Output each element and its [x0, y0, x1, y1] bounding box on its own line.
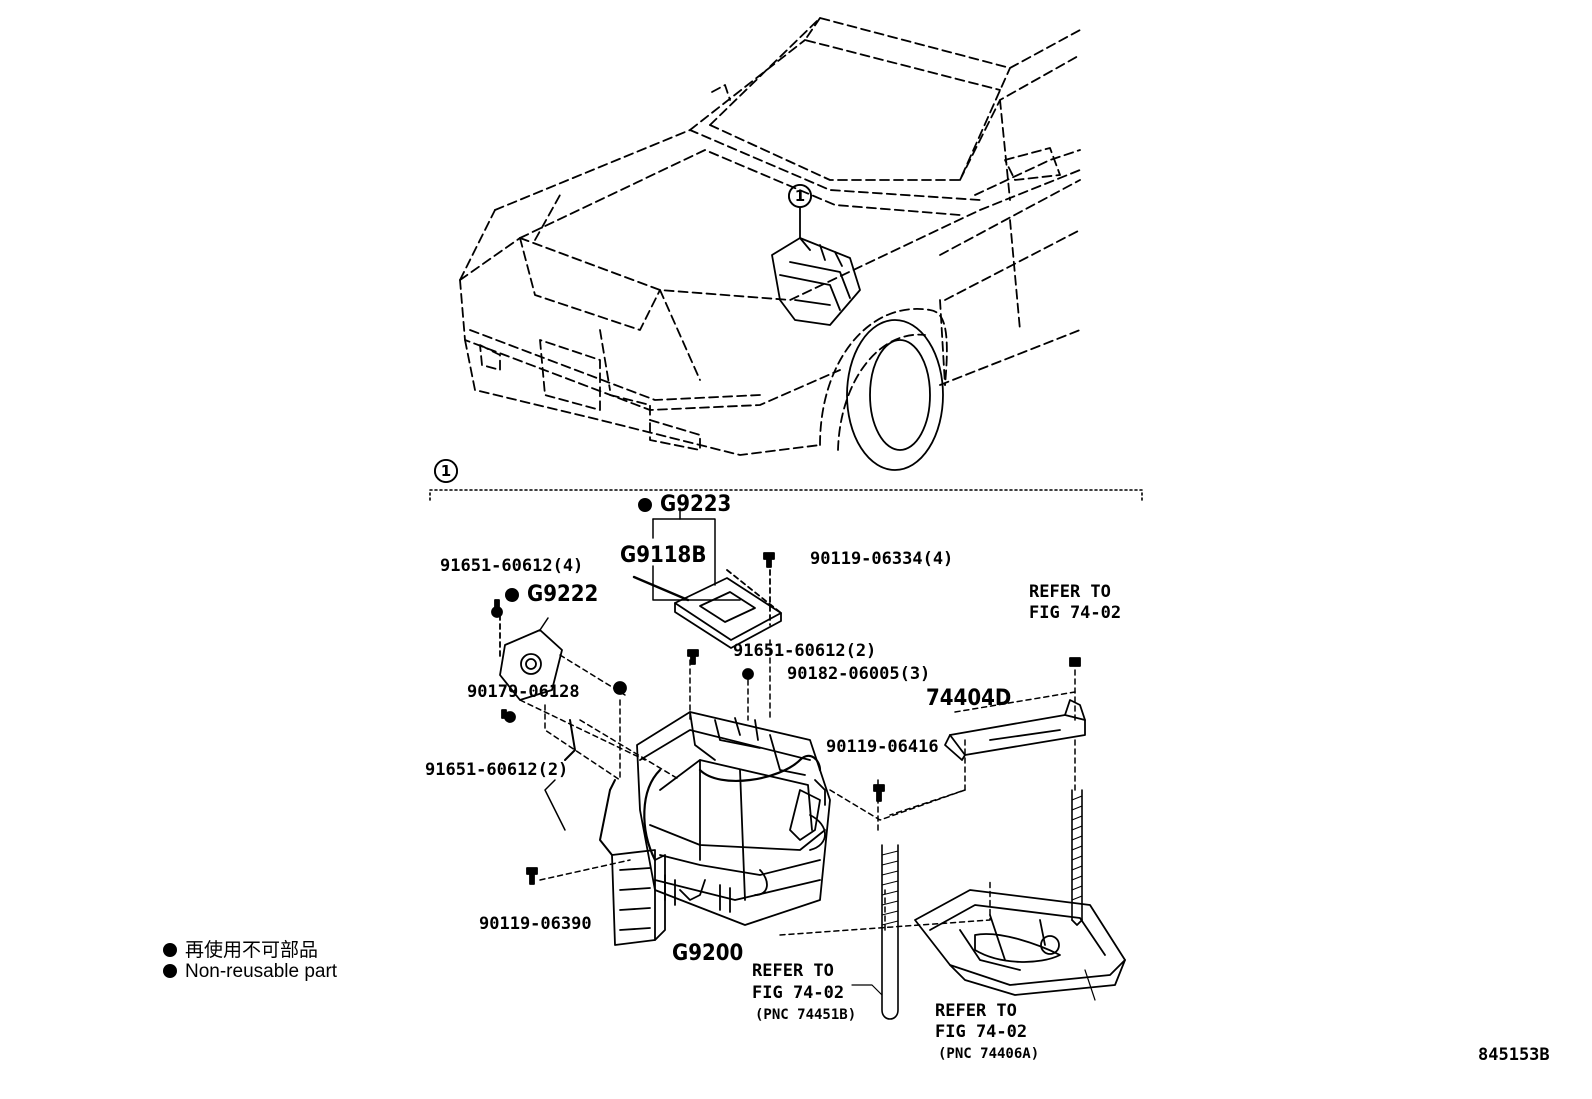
car-ecu-assembly	[771, 237, 861, 326]
label-74404d: 74404D	[926, 686, 1012, 711]
callout-symbol-top: 1	[788, 184, 812, 208]
label-90119-06416: 90119-06416	[826, 737, 939, 757]
label-g9118b: G9118B	[620, 543, 707, 568]
ref-bottom-right-line2: FIG 74-02	[935, 1022, 1028, 1042]
74404d-bracket	[944, 699, 1086, 761]
label-91651-60612-2-left: 91651-60612(2)	[425, 760, 569, 780]
battery-tray	[914, 889, 1126, 996]
ref-top-right-line2: FIG 74-02	[1029, 603, 1122, 623]
label-g9223: G9223	[638, 492, 731, 517]
ref-bottom-mid-line1: REFER TO	[752, 961, 834, 981]
ref-bottom-right-pnc: (PNC 74406A)	[938, 1046, 1040, 1062]
nonreusable-dot-icon	[163, 943, 177, 957]
legend-en: Non-reusable part	[163, 961, 337, 983]
g9200-unit	[636, 711, 831, 926]
tire-outline	[846, 319, 944, 471]
label-90179-06128: 90179-06128	[467, 682, 580, 702]
ref-bottom-right-line1: REFER TO	[935, 1001, 1017, 1021]
screw-90119-06334	[763, 552, 775, 568]
ref-bottom-mid-pnc: (PNC 74451B)	[755, 1007, 857, 1023]
ecu-gasket	[632, 575, 690, 602]
diagram-id: 845153B	[1478, 1045, 1550, 1065]
ref-bottom-mid-line2: FIG 74-02	[752, 983, 845, 1003]
connector-block	[611, 849, 666, 946]
label-g9222: G9222	[505, 582, 598, 607]
label-90119-06334-4: 90119-06334(4)	[810, 549, 954, 569]
nonreusable-dot-icon	[638, 498, 652, 512]
label-91651-60612-4: 91651-60612(4)	[440, 556, 584, 576]
label-91651-60612-2-top: 91651-60612(2)	[733, 641, 877, 661]
callout-symbol-bracket: 1	[434, 459, 458, 483]
group-bracket	[429, 489, 1143, 501]
nonreusable-dot-icon	[505, 588, 519, 602]
label-90182-06005-3: 90182-06005(3)	[787, 664, 931, 684]
car-outline	[459, 17, 1081, 456]
label-g9200: G9200	[672, 941, 744, 966]
nonreusable-dot-icon	[163, 964, 177, 978]
legend-jp: 再使用不可部品	[163, 935, 318, 962]
label-90119-06390: 90119-06390	[479, 914, 592, 934]
ecu-body	[674, 577, 782, 641]
ref-top-right-line1: REFER TO	[1029, 582, 1111, 602]
